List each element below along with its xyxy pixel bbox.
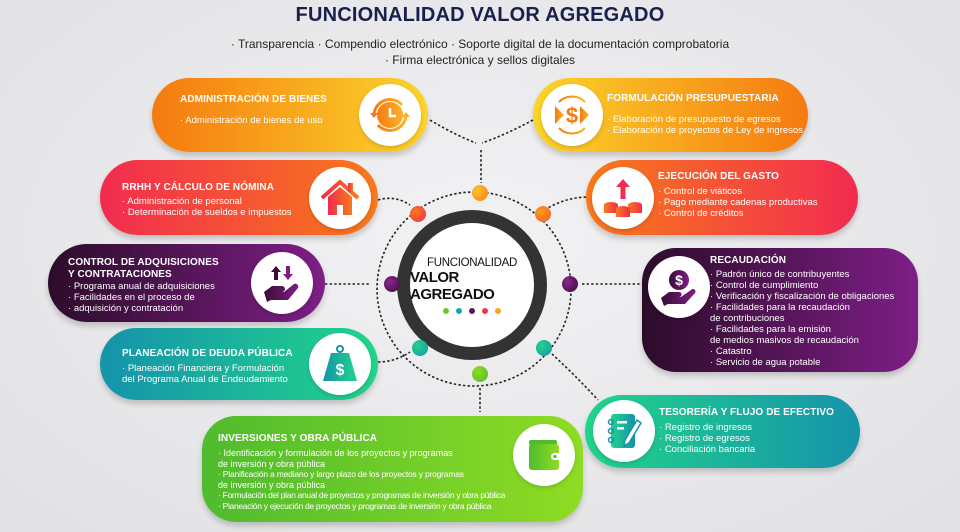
module-item: Catastro <box>710 346 918 357</box>
subtitle-line-2: · Firma electrónica y sellos digitales <box>384 53 576 67</box>
module-item: Facilidades para la emisión <box>710 324 918 335</box>
module-title-line-2: Y CONTRATACIONES <box>68 269 172 280</box>
module-title: FORMULACIÓN PRESUPUESTARIA <box>607 93 779 104</box>
wallet-icon <box>513 424 575 486</box>
node-bottom <box>472 366 488 382</box>
module-item: Programa anual de adquisiciones <box>68 281 325 292</box>
module-recaudacion: RECAUDACIÓN Padrón único de contribuyent… <box>642 248 918 372</box>
module-administracion-bienes: ADMINISTRACIÓN DE BIENES Administración … <box>152 78 428 152</box>
notebook-pen-icon <box>593 400 655 462</box>
center-title-line-2: VALOR AGREGADO <box>410 268 495 303</box>
coins-arrow-up-icon <box>592 167 654 229</box>
dot-orange <box>495 307 501 314</box>
module-item: de contribuciones <box>710 313 785 324</box>
dollar-exchange-icon: $ <box>541 84 603 146</box>
module-title: INVERSIONES Y OBRA PÚBLICA <box>218 433 378 444</box>
module-title: TESORERÍA Y FLUJO DE EFECTIVO <box>659 407 834 418</box>
node-top-left <box>410 206 426 222</box>
money-bag-icon: $ <box>309 333 371 395</box>
module-title: EJECUCIÓN DEL GASTO <box>658 171 779 182</box>
house-icon <box>309 167 371 229</box>
module-tesoreria: TESORERÍA Y FLUJO DE EFECTIVO Registro d… <box>585 395 860 468</box>
dot-teal <box>456 307 462 314</box>
dot-purple <box>469 307 475 314</box>
module-title: RECAUDACIÓN <box>710 255 787 266</box>
module-ejecucion-gasto: EJECUCIÓN DEL GASTO Control de viáticos … <box>586 160 858 235</box>
module-item: del Programa Anual de Endeudamiento <box>122 374 288 385</box>
module-title-line-1: CONTROL DE ADQUISICIONES <box>68 257 219 268</box>
module-title: PLANEACIÓN DE DEUDA PÚBLICA <box>122 348 293 359</box>
hand-exchange-icon <box>251 252 313 314</box>
module-item: Identificación y formulación de los proy… <box>218 448 583 459</box>
module-item: Determinación de sueldos e impuestos <box>122 207 378 218</box>
module-item: de inversión y obra pública <box>218 458 326 469</box>
svg-text:$: $ <box>675 272 683 288</box>
module-deuda-publica: PLANEACIÓN DE DEUDA PÚBLICA Planeación F… <box>100 328 378 400</box>
center-hub: FUNCIONALIDAD VALOR AGREGADO <box>397 210 547 360</box>
node-left <box>384 276 400 292</box>
module-control-adquisiciones: CONTROL DE ADQUISICIONES Y CONTRATACIONE… <box>48 244 325 322</box>
module-item: Elaboración de proyectos de Ley de ingre… <box>607 125 808 136</box>
module-item: de medios masivos de recaudación <box>710 335 859 346</box>
module-item: Verificación y fiscalización de obligaci… <box>710 291 918 302</box>
module-item: Control de cumplimiento <box>710 280 918 291</box>
module-title: ADMINISTRACIÓN DE BIENES <box>180 94 327 105</box>
module-item: Administración de bienes de uso <box>180 115 428 126</box>
module-item: Control de créditos <box>658 208 858 219</box>
module-item: Planeación Financiera y Formulación <box>122 363 378 374</box>
clock-cycle-icon <box>359 84 421 146</box>
dot-green <box>443 307 449 314</box>
module-item: Planeación y ejecución de proyectos y pr… <box>218 501 583 512</box>
module-item: Pago mediante cadenas productivas <box>658 197 858 208</box>
node-bottom-left <box>412 340 428 356</box>
module-item: Registro de egresos <box>659 433 860 444</box>
module-item: Conciliación bancaria <box>659 444 860 455</box>
module-item: Control de viáticos <box>658 186 858 197</box>
dot-red <box>482 307 488 314</box>
module-item: Padrón único de contribuyentes <box>710 269 918 280</box>
center-color-dots <box>443 307 501 314</box>
module-formulacion-presupuestaria: FORMULACIÓN PRESUPUESTARIA Elaboración d… <box>533 78 808 152</box>
module-item: Elaboración de presupuesto de egresos <box>607 114 808 125</box>
subtitle: · Transparencia · Compendio electrónico … <box>0 36 960 68</box>
page-title: FUNCIONALIDAD VALOR AGREGADO <box>295 4 665 26</box>
hand-dollar-icon: $ <box>648 256 710 318</box>
module-item: Facilidades para la recaudación <box>710 302 918 313</box>
module-item: Servicio de agua potable <box>710 357 918 368</box>
module-item: Formulación del plan anual de proyectos … <box>218 490 583 501</box>
node-right <box>562 276 578 292</box>
module-item: Facilidades en el proceso de <box>68 292 325 303</box>
module-item: adquisición y contratación <box>68 303 325 314</box>
subtitle-line-1: · Transparencia · Compendio electrónico … <box>230 37 730 51</box>
module-item: Registro de ingresos <box>659 422 860 433</box>
node-bottom-right <box>536 340 552 356</box>
node-top-right <box>535 206 551 222</box>
module-item: de inversión y obra pública <box>218 479 326 490</box>
center-title-line-1: FUNCIONALIDAD <box>426 256 518 269</box>
module-rrhh-nomina: RRHH Y CÁLCULO DE NÓMINA Administración … <box>100 160 378 235</box>
svg-text:$: $ <box>336 362 345 379</box>
svg-text:$: $ <box>566 103 578 128</box>
module-item: Administración de personal <box>122 196 378 207</box>
module-item: Planificación a mediano y largo plazo de… <box>218 469 583 480</box>
module-title: RRHH Y CÁLCULO DE NÓMINA <box>122 182 275 193</box>
node-top <box>472 185 488 201</box>
module-inversiones: INVERSIONES Y OBRA PÚBLICA Identificació… <box>202 416 583 522</box>
